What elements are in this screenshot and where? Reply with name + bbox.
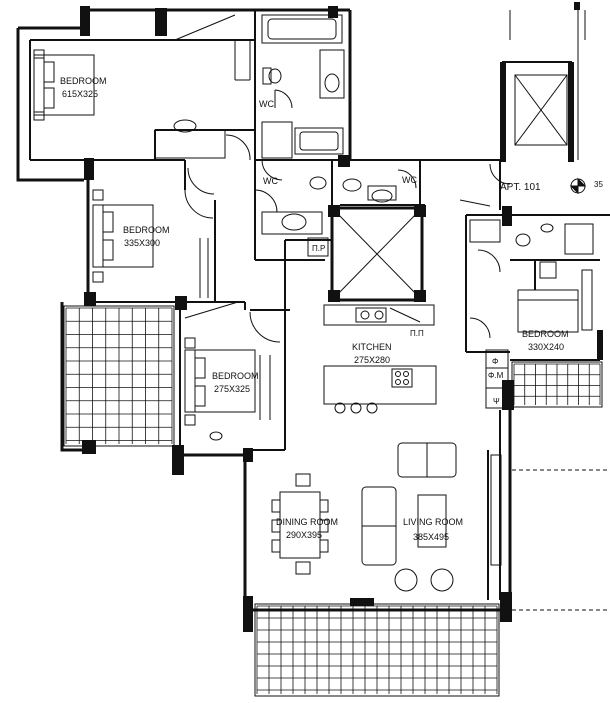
- edge-number: 35: [594, 180, 603, 189]
- desk: [154, 119, 226, 159]
- room-name-master: BEDROOM: [60, 76, 107, 86]
- kitchen: [323, 304, 437, 414]
- dining-table: [271, 473, 329, 575]
- wc-label-central: WC: [263, 176, 278, 186]
- room-size-master: 615X325: [62, 89, 98, 99]
- room-size-kitchen: 275X280: [354, 355, 390, 365]
- label-phi-m: Φ.Μ: [488, 371, 504, 380]
- room-name-kitchen: KITCHEN: [352, 342, 392, 352]
- room-name-dining: DINING ROOM: [276, 517, 338, 527]
- master-bathroom: [261, 14, 345, 159]
- master-bed: [33, 49, 95, 121]
- balcony-tiles: [65, 307, 601, 694]
- bedroom-three-bed: [184, 301, 281, 441]
- label-psi: Ψ: [493, 397, 500, 406]
- label-phi: Φ: [492, 357, 498, 366]
- room-name-bedroom-three: BEDROOM: [212, 371, 259, 381]
- room-labels: BEDROOM 615X325 BEDROOM 335X300 BEDROOM …: [60, 76, 603, 542]
- apt-101-fixtures: [459, 163, 610, 611]
- room-size-living: 385X495: [413, 532, 449, 542]
- lift-shaft: [330, 206, 424, 302]
- wc-label-master: WC: [259, 99, 274, 109]
- utility-wc: [332, 159, 500, 206]
- room-name-bedroom-two: BEDROOM: [123, 225, 170, 235]
- wardrobe-master: [174, 14, 251, 81]
- structural-columns: [80, 2, 603, 632]
- living-walls: [285, 160, 501, 600]
- door-swings: [187, 134, 283, 195]
- compass-icon: [569, 177, 587, 195]
- room-name-apt-bedroom: BEDROOM: [522, 329, 569, 339]
- balcony-bottom: [254, 603, 500, 697]
- room-size-dining: 290X395: [286, 530, 322, 540]
- room-size-bedroom-three: 275X325: [214, 384, 250, 394]
- label-pr: Π.Ρ: [312, 244, 325, 253]
- balcony-left: [63, 305, 175, 447]
- utility-wc-fixtures: [342, 169, 417, 203]
- central-wc-fixtures: [254, 176, 329, 257]
- room-name-living: LIVING ROOM: [403, 517, 463, 527]
- room-size-apt-bedroom: 330X240: [528, 342, 564, 352]
- bedroom-three-walls: [179, 240, 290, 455]
- exterior-walls: [16, 8, 512, 612]
- bedroom-two-bed: [92, 189, 214, 298]
- wc-label-utility: WC: [402, 175, 417, 185]
- living-furniture: [361, 442, 502, 592]
- label-pp: Π.Π: [410, 329, 424, 338]
- bedroom-two-walls: [88, 159, 216, 303]
- apartment-label: APT. 101: [500, 182, 541, 193]
- room-size-bedroom-two: 335X300: [124, 238, 160, 248]
